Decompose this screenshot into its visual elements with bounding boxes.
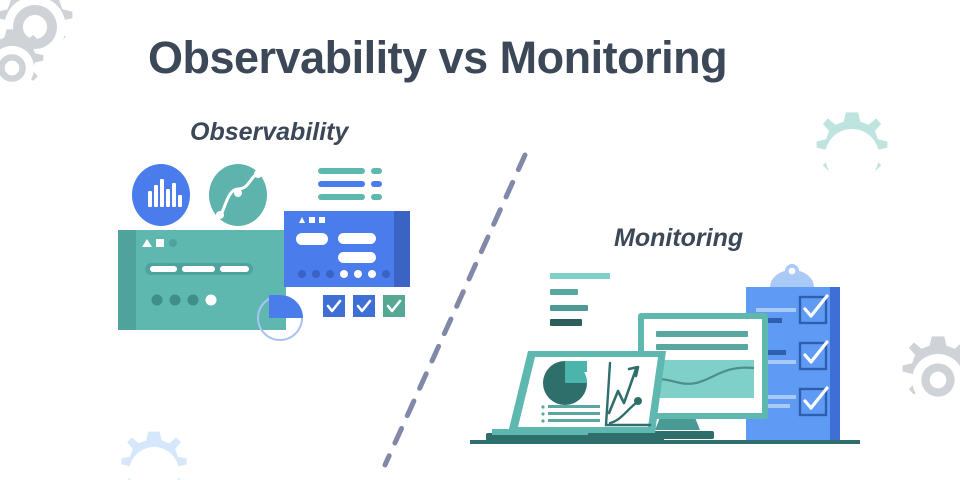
floor-line [470, 440, 860, 444]
laptop-line-chart [604, 361, 652, 427]
bar-chart-circle-icon [132, 164, 190, 226]
pie-chart-wedge-icon [257, 295, 303, 341]
laptop [486, 351, 666, 441]
monitoring-illustration [470, 264, 860, 444]
gear-top-left-large [0, 0, 73, 58]
laptop-list-lines [541, 405, 600, 423]
checkbox-2 [353, 295, 375, 317]
section-label-observability: Observability [190, 118, 349, 146]
gear-top-right-teal [816, 112, 888, 184]
laptop-pie-chart [543, 361, 587, 405]
monitoring-text-bars [550, 273, 610, 326]
teal-dashboard-card [118, 230, 286, 330]
section-label-monitoring: Monitoring [614, 224, 744, 252]
checkbox-group [323, 295, 405, 317]
observability-illustration [118, 164, 410, 341]
checkbox-1 [323, 295, 345, 317]
line-chart-circle-icon [209, 164, 267, 226]
gear-top-left-small [0, 29, 44, 91]
gear-bottom-right-gray [902, 336, 960, 406]
page-title: Observability vs Monitoring [148, 32, 728, 83]
blue-dashboard-card [284, 211, 410, 287]
text-placeholder-rows [318, 168, 382, 200]
gear-bottom-left-blue [121, 431, 187, 480]
dashed-divider [382, 152, 528, 468]
checkbox-3 [383, 295, 405, 317]
